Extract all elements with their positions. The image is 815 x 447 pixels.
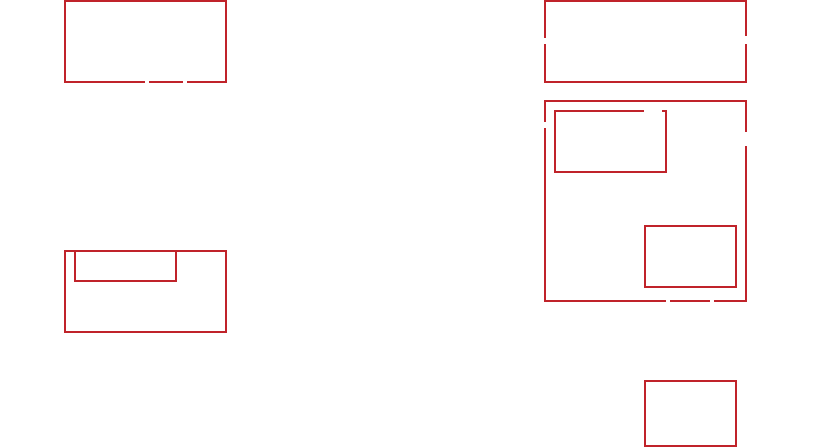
edge-gap-mark xyxy=(666,299,670,303)
large-right-inner-top-left-box xyxy=(554,110,667,173)
middle-left-inner-box xyxy=(74,250,177,282)
edge-gap-mark xyxy=(542,38,546,44)
top-left-box xyxy=(64,0,227,83)
edge-gap-mark xyxy=(742,132,748,146)
edge-gap-mark xyxy=(742,36,748,44)
large-right-container-box xyxy=(544,100,747,302)
edge-gap-mark xyxy=(542,122,546,128)
edge-gap-mark xyxy=(710,299,714,303)
edge-gap-mark xyxy=(183,80,187,84)
edge-gap-mark xyxy=(145,80,149,84)
top-right-box xyxy=(544,0,747,83)
bottom-right-box xyxy=(644,380,737,447)
large-right-inner-bottom-right-box xyxy=(644,225,737,288)
edge-gap-mark xyxy=(644,110,662,113)
